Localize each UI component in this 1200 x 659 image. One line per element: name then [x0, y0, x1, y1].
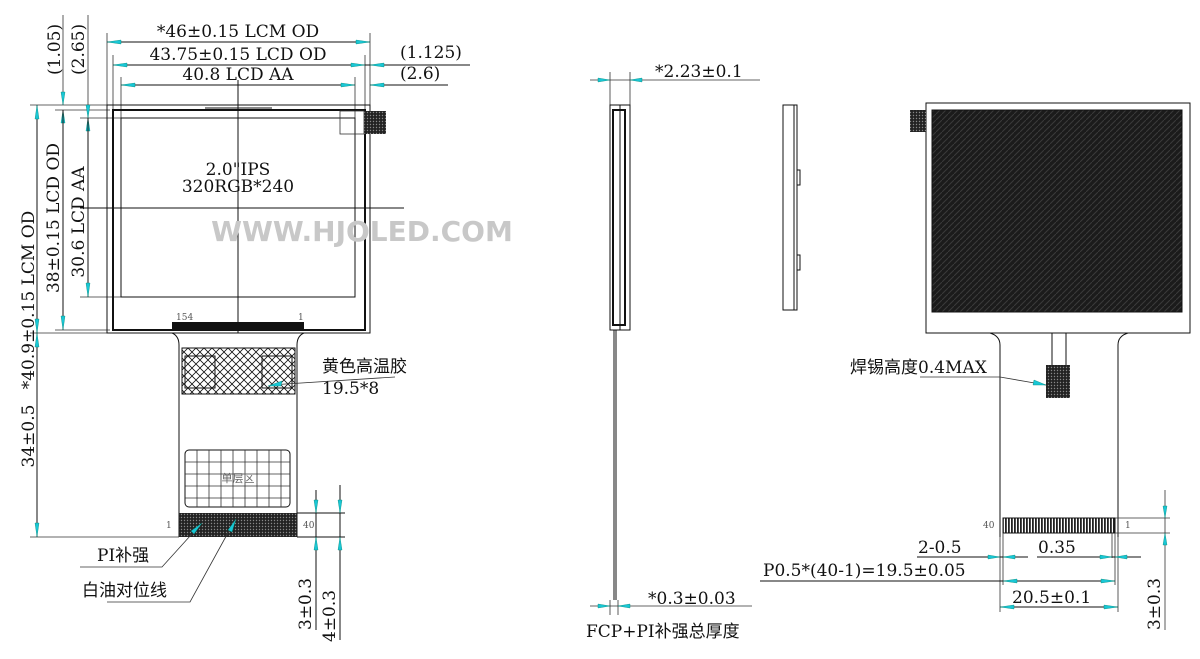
driver-ic [172, 322, 304, 330]
width-dim-label: 20.5±0.1 [1012, 588, 1091, 608]
fpc-thickness-caption: FCP+PI补强总厚度 [586, 622, 740, 642]
right-offset-2-label: (2.6) [400, 64, 440, 84]
dim-lcm-od-width: *46±0.15 LCM OD [106, 22, 371, 45]
top-offset-2-label: (2.65) [69, 24, 89, 75]
watermark: WWW.HJOLED.COM [211, 215, 513, 248]
lcd-od-height-label: 38±0.15 LCD OD [44, 143, 64, 293]
dim-lcd-od-width: 43.75±0.15 LCD OD (1.125) [112, 43, 470, 68]
top-offset-1-label: (1.05) [45, 24, 65, 75]
gold-fingers [1002, 517, 1116, 534]
pin-label-1: 1 [298, 313, 304, 323]
yellow-glue-area [181, 347, 296, 395]
tail-dim-label: 4±0.3 [320, 590, 340, 642]
glue-label: 黄色高温胶 [322, 357, 407, 377]
glue-size-label: 19.5*8 [322, 379, 379, 399]
lcd-aa-width-label: 40.8 LCD AA [182, 65, 294, 85]
stiffener-dim-label: 3±0.3 [296, 578, 316, 630]
single-layer-label: 单层区 [222, 472, 255, 485]
back-pin40-label: 40 [983, 521, 995, 531]
backlight-panel [931, 109, 1183, 313]
solder-pad [1046, 365, 1070, 398]
lcm-od-height-label: *40.9±0.15 LCM OD [19, 211, 39, 390]
pi-stiffener [179, 513, 297, 537]
lcd-od-width-label: 43.75±0.15 LCD OD [149, 45, 326, 65]
pitch-dim-label: P0.5*(40-1)=19.5±0.05 [763, 561, 966, 581]
fpc-thickness-label: *0.3±0.03 [648, 589, 736, 609]
white-oil-label: 白油对位线 [82, 581, 167, 601]
back-pin1-label: 1 [1125, 521, 1131, 531]
pi-stiffener-label: PI补强 [97, 546, 149, 566]
edge-dim-label: 2-0.5 [918, 538, 962, 558]
side-view-2 [782, 104, 801, 311]
back-view: 焊锡高度0.4MAX 40 1 3±0.3 2-0.5 0.35 P0.5*(4… [760, 102, 1191, 630]
fpc-length-label: 34±0.5 [19, 405, 39, 468]
pad-dim-label: 0.35 [1038, 538, 1076, 558]
finger-dim-label: 3±0.3 [1145, 578, 1165, 630]
front-view: *46±0.15 LCM OD 43.75±0.15 LCD OD (1.125… [19, 15, 513, 642]
lcm-od-width-label: *46±0.15 LCM OD [157, 22, 319, 42]
side-thickness-label: *2.23±0.1 [655, 62, 743, 82]
single-layer-area [184, 449, 291, 508]
side-view: *2.23±0.1 *0.3±0.03 FCP+PI补强总厚度 [586, 62, 760, 642]
right-offset-1-label: (1.125) [400, 43, 462, 63]
pin40-label: 40 [303, 521, 315, 531]
dim-lcd-aa-width: 40.8 LCD AA (2.6) [120, 64, 448, 88]
pin1-label: 1 [166, 521, 172, 531]
panel-size-label: 2.0"IPS [206, 160, 271, 180]
fpc-outline [171, 332, 305, 537]
lcd-aa-height-label: 30.6 LCD AA [69, 166, 89, 278]
resolution-label: 320RGB*240 [182, 177, 294, 197]
pin-label-154: 154 [176, 313, 193, 323]
solder-label: 焊锡高度0.4MAX [850, 358, 988, 378]
tab-pad [364, 111, 386, 134]
